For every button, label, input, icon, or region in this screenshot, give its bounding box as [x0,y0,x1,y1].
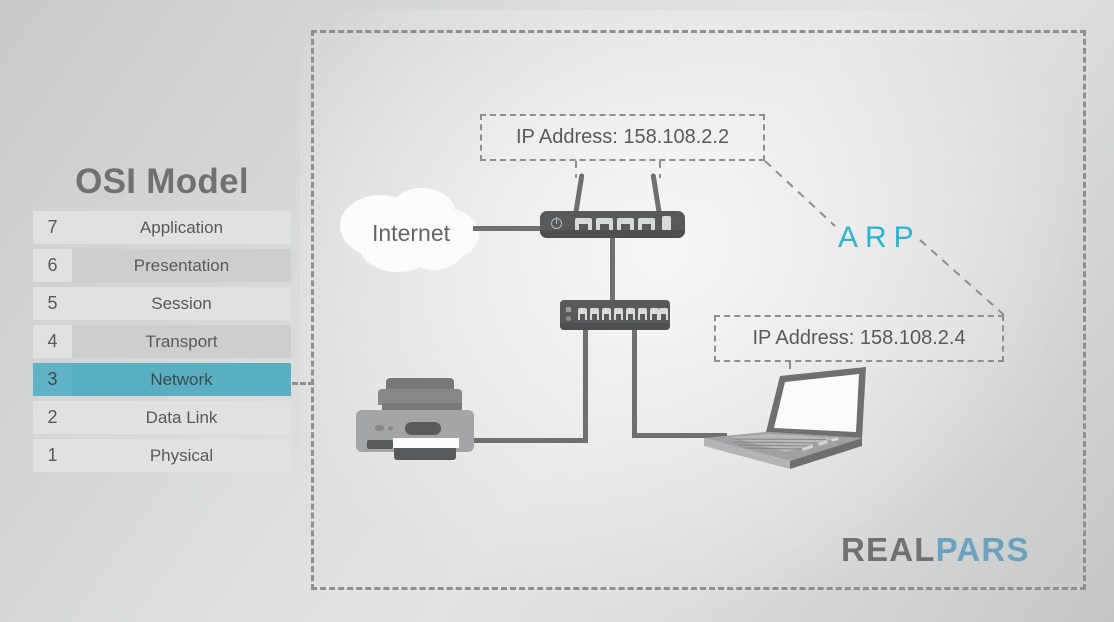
printer-card-slot [367,440,393,449]
wire-cloud-to-router [473,226,543,231]
osi-layer-name: Network [72,363,291,396]
switch-port [638,308,647,320]
internet-cloud-label: Internet [372,219,450,246]
osi-network-connector-line [292,382,314,385]
router-antenna-left [573,173,585,216]
router-ip-address-label: IP Address: 158.108.2.2 [480,114,765,161]
osi-layer-number: 1 [33,439,72,472]
router-ethernet-port [617,218,634,231]
switch-port [602,308,611,320]
wireless-router-device [540,173,685,238]
osi-layer-number: 3 [33,363,72,396]
laptop-ip-address-label: IP Address: 158.108.2.4 [714,315,1004,362]
wire-switch-to-laptop-horizontal [632,433,727,438]
osi-layer-number: 5 [33,287,72,320]
router-antenna-right [650,173,662,216]
printer-output-tray [394,448,456,460]
arp-protocol-label: ARP [838,221,921,254]
router-usb-port [662,216,671,231]
osi-layer-name: Application [72,211,291,244]
printer-tray-lip [382,403,462,412]
osi-layer-number: 6 [33,249,72,282]
network-scope-frame [311,30,1086,590]
switch-port [590,308,599,320]
switch-status-led [566,307,571,312]
laptop-computer-device [694,360,880,470]
printer-indicator-light [375,425,384,431]
logo-text-pars: PARS [935,531,1030,568]
printer-paper-feed [386,378,454,391]
switch-port [578,308,587,320]
router-ethernet-port [638,218,655,231]
router-ethernet-port [575,218,592,231]
wire-switch-to-laptop-vertical [632,328,637,438]
switch-power-led [566,316,571,321]
osi-layer-name: Presentation [72,249,291,282]
osi-layer-name: Transport [72,325,291,358]
wire-switch-to-printer-vertical [583,328,588,443]
wire-switch-to-printer-horizontal [472,438,588,443]
osi-layer-name: Physical [72,439,291,472]
osi-layer-number: 7 [33,211,72,244]
network-printer-device [356,378,478,462]
switch-body [560,300,670,330]
switch-port [659,308,668,320]
osi-layer-name: Data Link [72,401,291,434]
switch-port [626,308,635,320]
printer-indicator-light [388,426,393,431]
realpars-logo: REALPARS [841,531,1030,569]
logo-text-real: REAL [841,531,936,568]
internet-cloud-icon: Internet [336,182,486,280]
osi-model-title: OSI Model [75,162,249,201]
switch-port [650,308,659,320]
printer-control-panel [405,422,441,435]
osi-layer-number: 4 [33,325,72,358]
network-switch-device [560,300,670,330]
printer-output-paper [393,438,459,448]
router-body [540,211,685,238]
osi-layer-name: Session [72,287,291,320]
router-power-icon [551,217,562,229]
printer-top-tray [378,389,462,405]
switch-port [614,308,623,320]
osi-layer-number: 2 [33,401,72,434]
wire-router-to-switch [610,236,615,302]
router-ethernet-port [596,218,613,231]
